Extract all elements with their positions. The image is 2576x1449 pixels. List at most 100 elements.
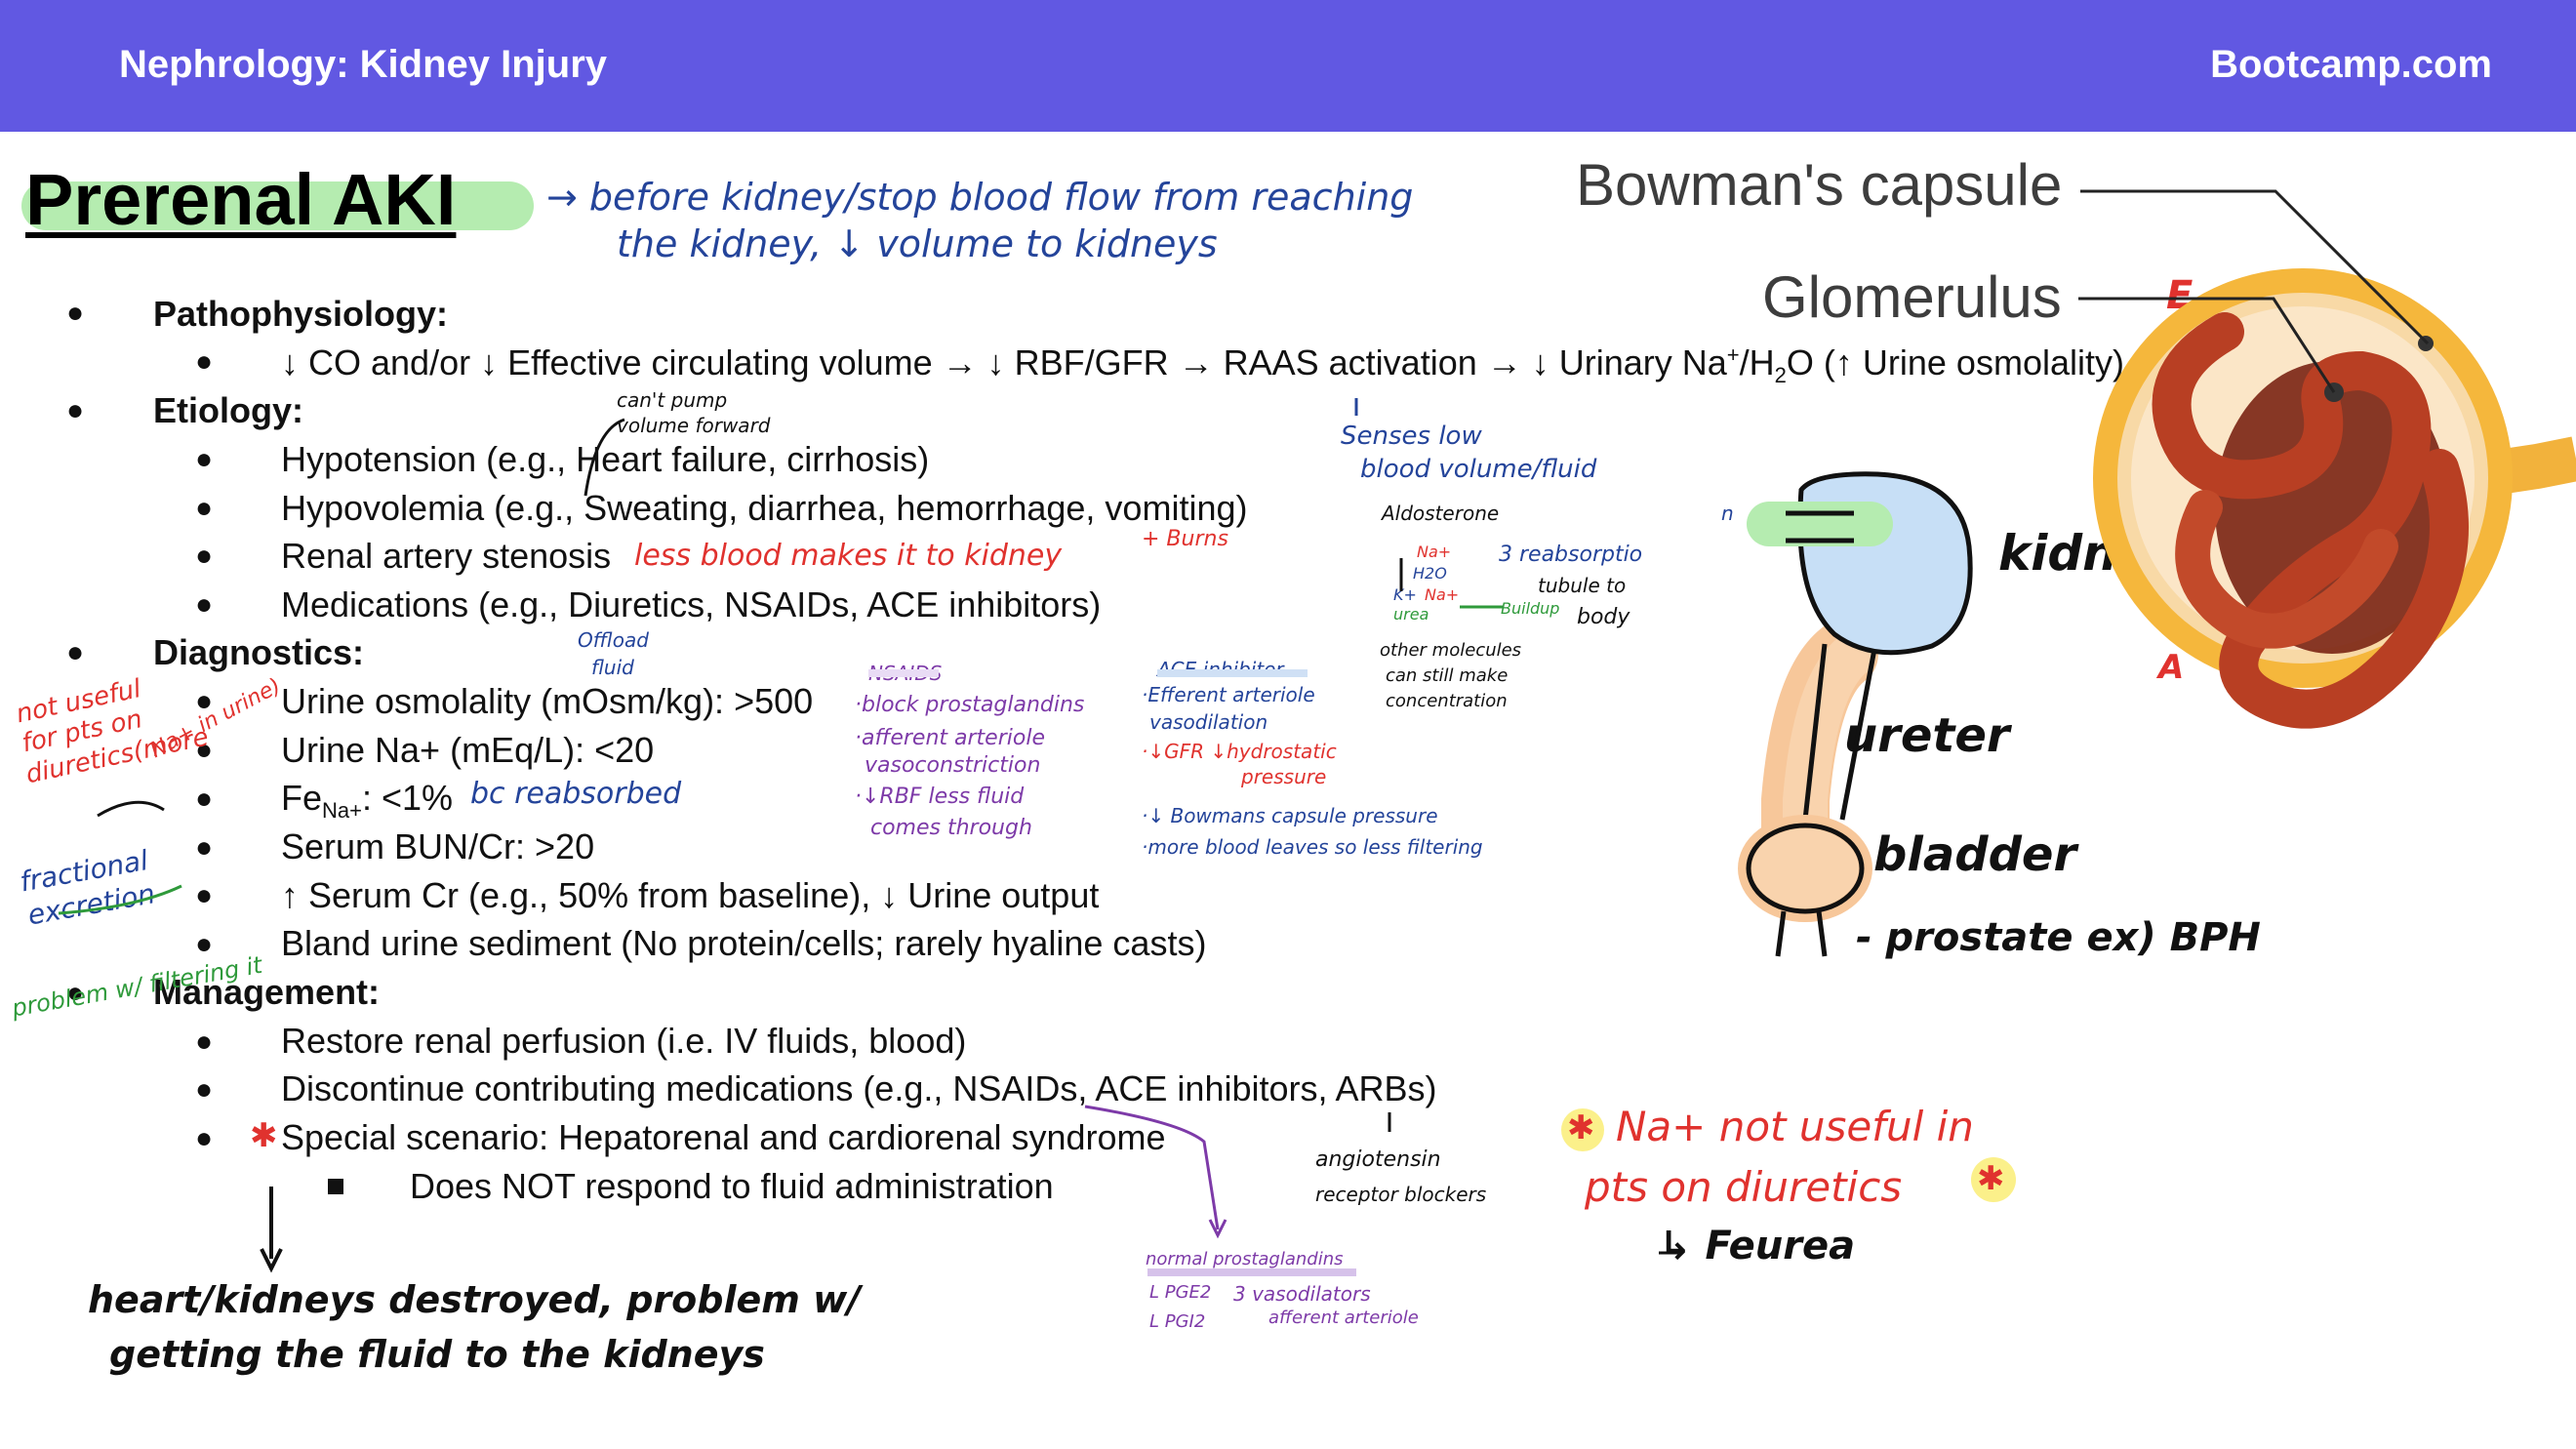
note-more-blood: ·more blood leaves so less filtering [1142,835,1483,859]
note-offload-2: fluid [591,656,634,679]
label-glomerulus: Glomerulus [1762,264,2062,330]
note-cant-pump-1: can't pump [617,388,728,412]
etiology-item: Hypotension (e.g., Heart failure, cirrho… [281,439,930,479]
ace-line: pressure [1241,765,1327,788]
note-other-2: can still make [1386,665,1509,686]
diagnostics-item: Urine Na+ (mEq/L): <20 [281,730,655,770]
etiology-item: Renal artery stenosis [281,536,612,576]
management-heading: Management: [153,972,381,1012]
note-burns: + Burns [1142,527,1228,551]
management-item: Restore renal perfusion (i.e. IV fluids,… [281,1021,967,1061]
label-bowmans-capsule: Bowman's capsule [1576,152,2063,218]
note-vasodilators: 3 vasodilators [1233,1282,1371,1306]
glomerulus-illustration [2093,268,2576,729]
label-prostate: - prostate ex) BPH [1856,915,2261,960]
bullet: ● [195,492,214,524]
note-normal-pg: normal prostaglandins [1146,1249,1344,1269]
note-heart-2: getting the fluid to the kidneys [109,1333,765,1376]
aldo-title: Aldosterone [1382,502,1500,525]
etiology-item: Hypovolemia (e.g., Sweating, diarrhea, h… [281,488,1248,528]
diagnostics-heading: Diagnostics: [153,632,365,672]
nsaids-title: NSAIDS [868,662,943,685]
note-bc-reabsorbed: bc reabsorbed [470,777,682,811]
diagnostics-item: Urine osmolality (mOsm/kg): >500 [281,681,814,721]
aldo-na: Na+ [1417,543,1452,561]
note-senses-1: Senses low [1341,422,1482,451]
page-title: Prerenal AKI [25,159,457,240]
label-kidney: kidney [1998,525,2183,582]
title-note-2: the kidney, ↓ volume to kidneys [617,222,1218,265]
note-na-not-useful-1: Na+ not useful in [1616,1103,1974,1150]
note-pgi2: L PGI2 [1149,1311,1206,1332]
note-angio-2: receptor blockers [1315,1183,1487,1206]
label-ureter: ureter [1844,708,2010,763]
note-n-mark: n [1721,502,1734,525]
aldo-reabs: 3 reabsorptio [1499,543,1643,567]
aldo-tubule: tubule to [1538,574,1627,597]
nsaids-line: ·↓RBF less fluid [855,785,1025,809]
note-angio-1: angiotensin [1315,1147,1441,1172]
bullet: ● [195,685,214,717]
aldo-h2o: H2O [1413,564,1447,583]
bullet: ● [195,588,214,621]
bullet: ● [195,540,214,572]
label-e-mark: E [2166,273,2194,318]
note-other-3: concentration [1386,691,1508,711]
nsaids-line: ·afferent arteriole [855,726,1045,750]
label-bladder: bladder [1873,827,2077,882]
aldo-body: body [1577,605,1630,629]
note-cant-pump-2: volume forward [617,414,771,437]
bullet: ● [195,1026,214,1058]
ace-line: ·Efferent arteriole [1142,683,1315,706]
bullet: ● [195,734,214,766]
diagnostics-item: Serum BUN/Cr: >20 [281,826,595,866]
star-icon: ✱ [1567,1109,1595,1147]
bullet: ● [195,443,214,475]
note-senses-2: blood volume/fluid [1360,455,1597,484]
star-highlight [1971,1157,2016,1202]
etiology-item: Medications (e.g., Diuretics, NSAIDs, AC… [281,584,1102,624]
note-less-blood: less blood makes it to kidney [634,539,1063,573]
aldo-na2: Na+ [1425,585,1460,604]
bullet: ● [66,297,85,329]
note-na-urine: Na+ in urine) [146,673,286,764]
patho-heading: Pathophysiology: [153,294,449,334]
bullet: ● [66,977,85,1009]
management-sub-item: Does NOT respond to fluid administration [410,1166,1054,1206]
label-a-mark: A [2158,648,2185,687]
fena-item: FeNa+: <1% [281,778,454,824]
note-feurea: ↳ Feurea [1659,1224,1856,1268]
patho-text: ↓ CO and/or ↓ Effective circulating volu… [281,342,2124,388]
header-bar: Nephrology: Kidney Injury Bootcamp.com [0,0,2576,132]
bullet: ● [66,394,85,426]
nsaids-line: vasoconstriction [865,753,1041,778]
note-bowmans-pressure: ·↓ Bowmans capsule pressure [1142,804,1438,827]
title-note-1: → before kidney/stop blood flow from rea… [546,176,1414,219]
ace-line: vasodilation [1149,710,1268,734]
square-bullet [328,1179,343,1194]
bullet: ● [195,345,214,378]
star-highlight [1561,1108,1604,1151]
note-na-not-useful-2: pts on diuretics [1585,1163,1903,1211]
header-title: Nephrology: Kidney Injury [119,43,608,86]
ace-line: ·↓GFR ↓hydrostatic [1142,740,1337,763]
management-item: Discontinue contributing medications (e.… [281,1068,1437,1108]
nsaids-line: ·block prostaglandins [855,693,1085,717]
aldo-kna: K+ [1393,585,1417,604]
diagnostics-item: Bland urine sediment (No protein/cells; … [281,923,1207,963]
note-pge2: L PGE2 [1149,1282,1212,1303]
bullet: ● [195,783,214,815]
note-heart-1: heart/kidneys destroyed, problem w/ [88,1278,862,1321]
note-offload-1: Offload [578,628,649,652]
title-highlight [21,181,534,230]
note-afferent: afferent arteriole [1268,1308,1419,1328]
aldo-urea: urea [1393,605,1429,624]
star-icon: ✱ [1977,1160,2005,1197]
etiology-heading: Etiology: [153,390,303,430]
diagnostics-item: ↑ Serum Cr (e.g., 50% from baseline), ↓ … [281,875,1100,915]
bullet: ● [195,928,214,960]
bullet: ● [195,1122,214,1154]
header-site: Bootcamp.com [2210,43,2492,86]
bullet: ● [195,1073,214,1106]
star-icon: ✱ [250,1117,278,1154]
